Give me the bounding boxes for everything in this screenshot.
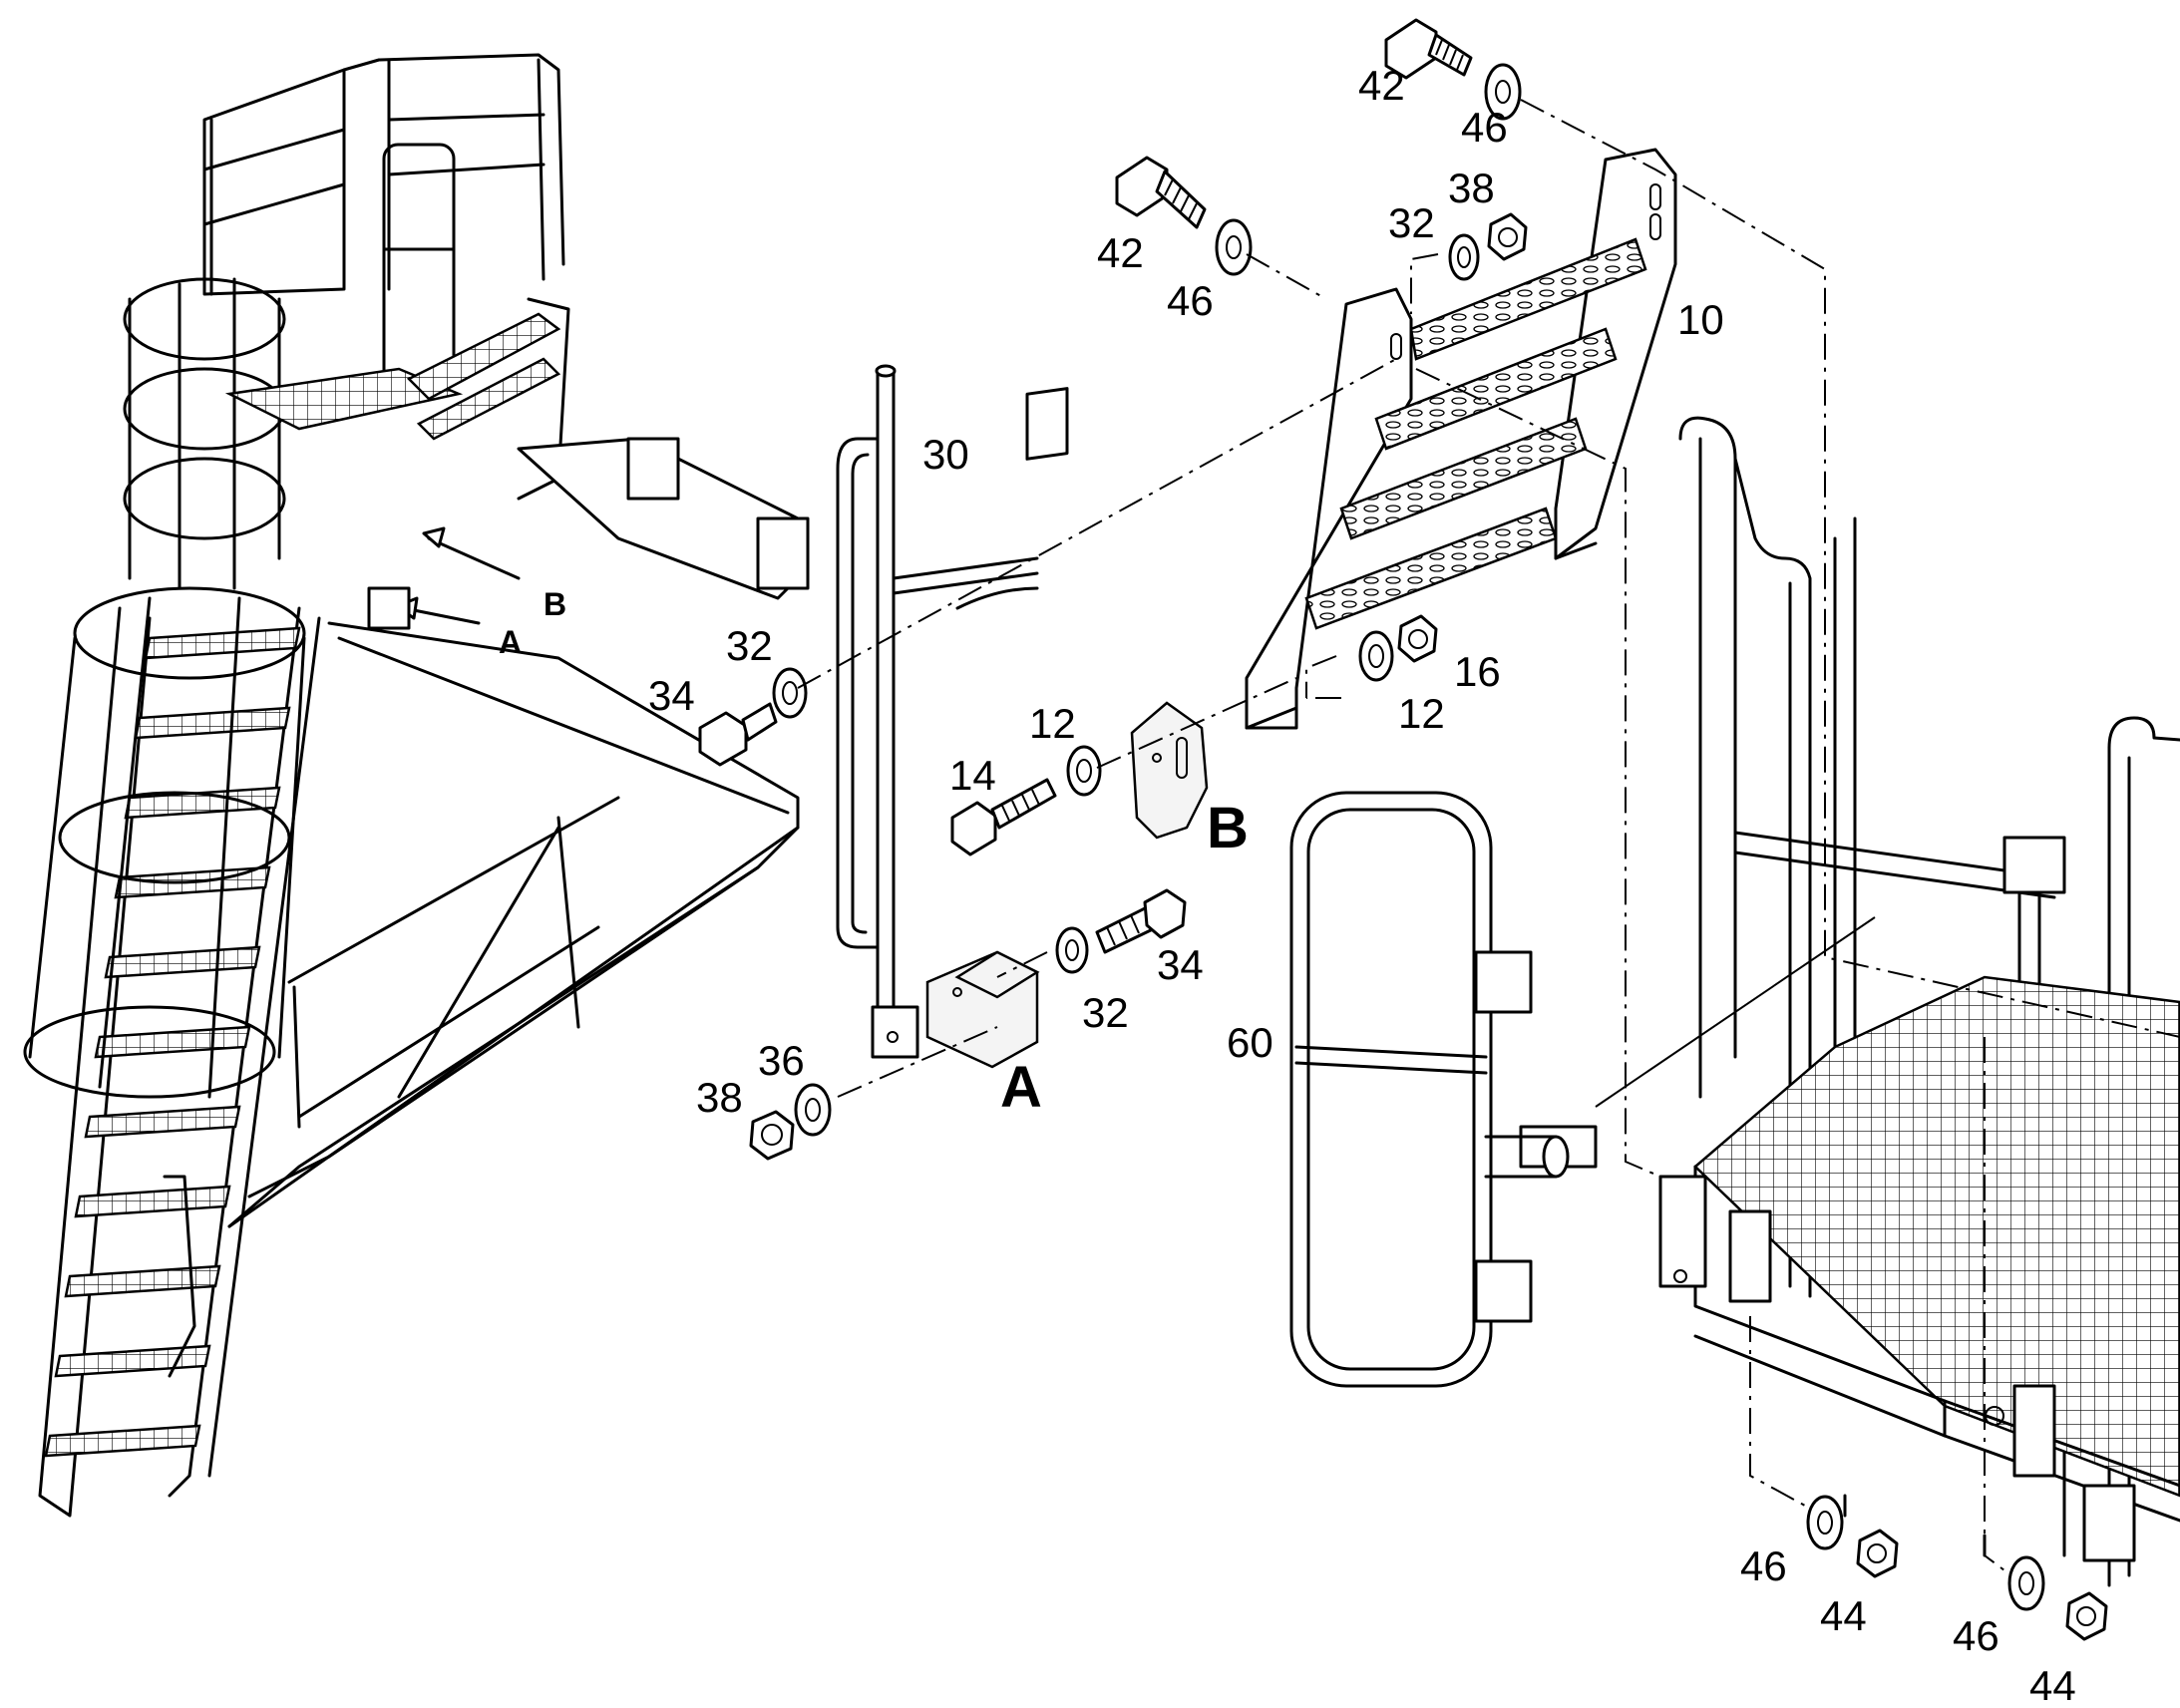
- washer-46-top: [1484, 63, 1522, 121]
- label-46-bottom-right: 46: [1953, 1612, 1999, 1659]
- label-44-left: 44: [1820, 1592, 1867, 1639]
- label-32-top: 32: [1388, 199, 1435, 246]
- label-42-mid: 42: [1097, 229, 1144, 276]
- label-46-bottom-left: 46: [1740, 1542, 1787, 1589]
- washer-12-right: [1358, 630, 1394, 682]
- bolt-34-left: [698, 702, 778, 767]
- detail-pointer-b: B: [544, 586, 566, 622]
- bolt-42-top: [1384, 18, 1473, 80]
- nut-44-left: [1856, 1529, 1899, 1578]
- label-14: 14: [949, 752, 996, 799]
- nut-38-top: [1487, 212, 1528, 261]
- label-60: 60: [1227, 1019, 1273, 1066]
- label-38-bottom: 38: [696, 1074, 743, 1121]
- label-44-right: 44: [2029, 1662, 2076, 1708]
- washer-36: [794, 1083, 832, 1137]
- fasteners: [698, 18, 2108, 1641]
- detail-pointer-a: A: [499, 624, 522, 660]
- label-12-right: 12: [1398, 690, 1445, 737]
- washer-46-bottom-left: [1806, 1495, 1844, 1550]
- washer-32-left: [772, 667, 808, 719]
- handrail-part-30: [836, 364, 1069, 1059]
- part-labels: 42 46 42 46 32 38 10 30 32 34 12 14 12 1…: [648, 62, 2076, 1708]
- label-32-bottom: 32: [1082, 989, 1129, 1036]
- nut-44-right: [2065, 1591, 2108, 1641]
- washer-12-left: [1066, 745, 1102, 797]
- stair-part-10: [1245, 148, 1677, 730]
- washer-46-bottom-right: [2007, 1555, 2045, 1611]
- detail-label-a: A: [1000, 1055, 1042, 1120]
- label-34-left: 34: [648, 672, 695, 719]
- label-38-top: 38: [1448, 165, 1495, 211]
- nut-38-bottom: [749, 1110, 795, 1161]
- washer-46-mid: [1215, 218, 1253, 276]
- label-42-top: 42: [1358, 62, 1405, 109]
- label-10: 10: [1677, 296, 1724, 343]
- washer-32-top: [1448, 233, 1480, 281]
- bolt-42-mid: [1115, 156, 1207, 229]
- label-46-top: 46: [1461, 104, 1508, 151]
- label-12-left: 12: [1029, 700, 1076, 747]
- washer-32-bottom: [1055, 926, 1089, 974]
- ladder-rungs: [44, 626, 301, 1458]
- platform-section: [1658, 416, 2180, 1587]
- label-30: 30: [922, 431, 969, 478]
- label-34-right: 34: [1157, 941, 1204, 988]
- bracket-plate-detail-b: [1130, 701, 1209, 840]
- bolt-14: [950, 778, 1057, 856]
- gate-part-60: [1289, 791, 1598, 1388]
- bolt-34-right: [1095, 888, 1187, 954]
- label-36: 36: [758, 1037, 805, 1084]
- bracket-detail-a: [925, 950, 1040, 1069]
- assembly-centerlines: [797, 99, 2180, 1571]
- detail-label-b: B: [1207, 796, 1249, 860]
- label-32-left: 32: [726, 622, 773, 669]
- overall-ladder-assembly: B A: [23, 53, 810, 1518]
- label-46-mid: 46: [1167, 277, 1214, 324]
- label-16: 16: [1454, 648, 1501, 695]
- nut-16: [1397, 614, 1438, 663]
